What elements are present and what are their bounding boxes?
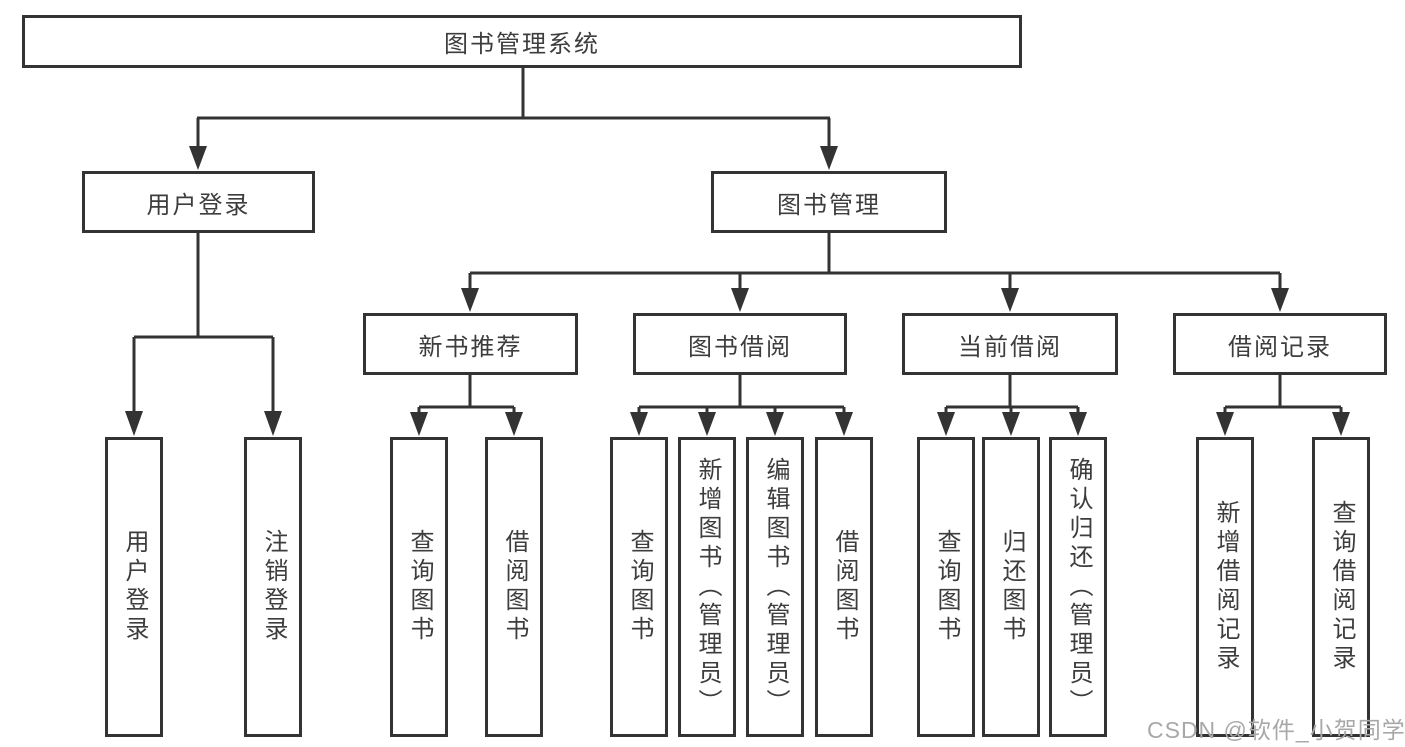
leaf-add-books-admin: 新增图书（管理员） [678,437,736,737]
connector-current-borrow-to-leaves [937,375,1087,436]
arrowhead [505,412,523,436]
leaf-label: 确认归还（管理员） [1065,456,1092,718]
arrowhead [461,288,479,312]
leaf-label: 新增借阅记录 [1212,500,1239,674]
connector-book-mgmt-to-level3 [461,233,1289,312]
arrowhead [1002,412,1020,436]
connector-user-login-to-leaves [125,233,282,436]
arrowhead [630,412,648,436]
connector-book-borrow-to-leaves [630,375,853,436]
connector-borrow-record-to-leaves [1216,375,1350,436]
node-borrow-record: 借阅记录 [1173,313,1387,375]
arrowhead [731,288,749,312]
node-root-label: 图书管理系统 [444,31,600,58]
leaf-query-books-current: 查询图书 [917,437,975,737]
arrowhead [1271,288,1289,312]
leaf-user-login: 用户登录 [105,437,163,737]
node-new-book-rec: 新书推荐 [363,313,578,375]
leaf-add-borrow-record: 新增借阅记录 [1196,437,1254,737]
leaf-label: 编辑图书（管理员） [762,456,789,718]
leaf-query-borrow-record: 查询借阅记录 [1312,437,1370,737]
arrowhead [1332,412,1350,436]
leaf-label: 查询图书 [406,529,433,645]
arrowhead [766,412,784,436]
arrowhead [189,146,207,170]
connector-root-to-level2 [189,68,838,170]
leaf-label: 用户登录 [121,529,148,645]
leaf-label: 借阅图书 [501,529,528,645]
arrowhead [264,411,282,436]
node-book-borrow: 图书借阅 [633,313,847,375]
node-new-book-rec-label: 新书推荐 [418,333,523,361]
node-user-login-label: 用户登录 [146,191,251,219]
node-user-login: 用户登录 [82,171,315,233]
node-current-borrow: 当前借阅 [902,313,1118,375]
node-borrow-record-label: 借阅记录 [1228,333,1332,361]
arrowhead [1001,288,1019,312]
leaf-confirm-return-admin: 确认归还（管理员） [1049,437,1107,737]
arrowhead [125,411,143,436]
arrowhead [1216,412,1234,436]
leaf-query-books: 查询图书 [610,437,668,737]
leaf-edit-books-admin: 编辑图书（管理员） [746,437,804,737]
leaf-borrow-books: 借阅图书 [815,437,873,737]
node-current-borrow-label: 当前借阅 [958,333,1062,361]
leaf-label: 新增图书（管理员） [694,456,721,718]
arrowhead [835,412,853,436]
leaf-logout: 注销登录 [244,437,302,737]
leaf-label: 查询图书 [626,529,653,645]
leaf-query-books-rec: 查询图书 [390,437,448,737]
arrowhead [820,146,838,170]
leaf-label: 借阅图书 [831,529,858,645]
node-root: 图书管理系统 [22,15,1022,68]
node-book-borrow-label: 图书借阅 [688,333,792,361]
arrowhead [410,412,428,436]
node-book-mgmt: 图书管理 [711,171,947,233]
arrowhead [937,412,955,436]
leaf-return-books: 归还图书 [982,437,1040,737]
leaf-label: 注销登录 [260,529,287,645]
csdn-watermark: CSDN @软件_小贺同学 [1147,717,1405,743]
leaf-label: 查询借阅记录 [1328,500,1355,674]
leaf-label: 查询图书 [933,529,960,645]
leaf-label: 归还图书 [998,529,1025,645]
arrowhead [1069,412,1087,436]
node-book-mgmt-label: 图书管理 [777,191,881,219]
leaf-borrow-books-rec: 借阅图书 [485,437,543,737]
connector-new-book-rec-to-leaves [410,375,523,436]
arrowhead [698,412,716,436]
